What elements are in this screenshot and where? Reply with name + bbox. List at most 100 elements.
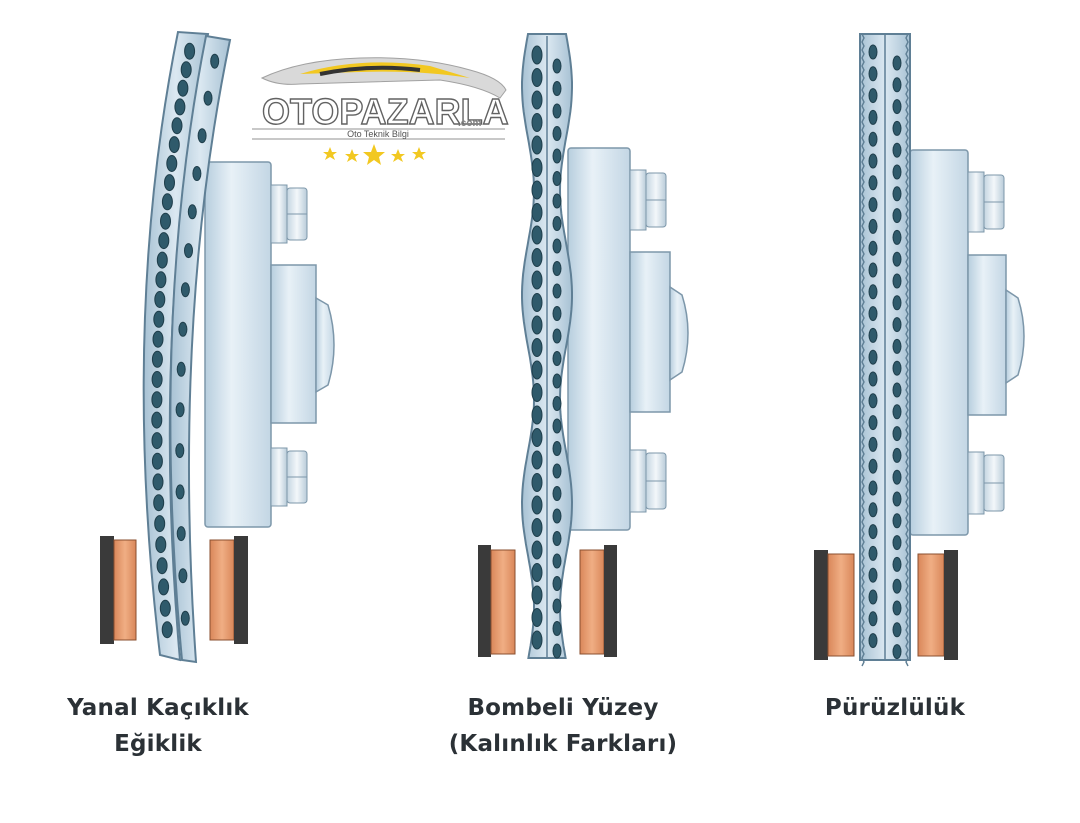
- brand-watermark-logo: OTOPAZARLA .com Oto Teknik Bilgi: [252, 57, 509, 165]
- wheel-bolt: [270, 447, 308, 507]
- vent-hole: [152, 473, 164, 491]
- vent-hole: [892, 404, 902, 420]
- vent-hole: [868, 567, 878, 583]
- vent-hole: [892, 426, 902, 442]
- wheel-bolt: [967, 451, 1005, 515]
- vent-hole: [531, 518, 543, 537]
- vent-hole: [868, 589, 878, 605]
- vent-hole: [552, 396, 562, 411]
- vent-hole: [531, 450, 543, 470]
- vent-hole: [892, 535, 902, 551]
- vent-hole: [531, 360, 543, 380]
- brake-disc-rough: [859, 33, 911, 667]
- vent-hole: [531, 135, 543, 155]
- vent-hole: [868, 218, 878, 234]
- vent-hole: [156, 557, 168, 575]
- brake-pad-left: [478, 545, 516, 657]
- vent-hole: [192, 166, 202, 181]
- vent-hole: [552, 351, 562, 366]
- vent-hole: [164, 174, 175, 192]
- caption-line: Yanal Kaçıklık: [67, 695, 249, 721]
- vent-hole: [184, 243, 193, 259]
- vent-hole: [868, 371, 878, 387]
- vent-hole: [153, 494, 165, 512]
- watermark-tagline: Oto Teknik Bilgi: [347, 129, 409, 139]
- vent-hole: [531, 608, 543, 627]
- vent-hole: [175, 402, 185, 418]
- vent-hole: [892, 77, 902, 93]
- vent-hole: [174, 98, 186, 116]
- vent-hole: [552, 328, 562, 344]
- vent-hole: [552, 576, 562, 591]
- vent-hole: [552, 58, 562, 74]
- vent-hole: [868, 240, 878, 256]
- vent-hole: [531, 248, 543, 267]
- vent-hole: [531, 473, 543, 492]
- panel-lateral-runout: [100, 30, 335, 664]
- vent-hole: [868, 88, 878, 104]
- vent-hole: [166, 155, 178, 172]
- vent-hole: [552, 531, 562, 546]
- caption-line: (Kalınlık Farkları): [448, 731, 678, 757]
- vent-hole: [552, 553, 562, 569]
- vent-hole: [552, 373, 562, 389]
- vent-hole: [531, 495, 543, 515]
- vent-hole: [175, 484, 185, 500]
- vent-hole: [892, 99, 902, 115]
- vent-hole: [892, 295, 902, 311]
- caption-line: Pürüzlülük: [824, 695, 966, 721]
- vent-hole: [161, 193, 173, 211]
- vent-hole: [187, 204, 197, 220]
- vent-hole: [158, 232, 170, 250]
- vent-hole: [158, 578, 170, 596]
- vent-hole: [892, 55, 902, 71]
- vent-hole: [531, 540, 543, 560]
- brake-pad-left: [100, 536, 137, 644]
- vent-hole: [868, 415, 878, 431]
- panel-surface-roughness: [814, 33, 1025, 667]
- vent-hole: [178, 321, 188, 337]
- vent-hole: [892, 251, 902, 267]
- vent-hole: [531, 630, 543, 650]
- vent-hole: [156, 251, 168, 269]
- vent-hole: [892, 208, 902, 224]
- vent-hole: [552, 103, 562, 119]
- vent-hole: [892, 360, 902, 376]
- vent-hole: [892, 273, 902, 289]
- vent-hole: [868, 480, 878, 496]
- vent-hole: [168, 136, 180, 154]
- brake-pad-right: [209, 536, 248, 644]
- vent-hole: [552, 126, 562, 141]
- wheel-bolt: [270, 184, 308, 244]
- vent-hole: [868, 393, 878, 409]
- vent-hole: [180, 610, 190, 626]
- vent-hole: [203, 90, 213, 106]
- vent-hole: [531, 293, 543, 312]
- hub: [204, 161, 335, 528]
- vent-hole: [552, 418, 562, 434]
- vent-hole: [552, 238, 562, 254]
- vent-hole: [868, 175, 878, 191]
- vent-hole: [868, 109, 878, 125]
- vent-hole: [531, 428, 543, 447]
- vent-hole: [531, 203, 543, 222]
- vent-hole: [155, 536, 167, 554]
- vent-hole: [868, 262, 878, 278]
- vent-hole: [892, 447, 902, 463]
- vent-hole: [892, 338, 902, 354]
- vent-hole: [531, 383, 543, 402]
- vent-hole: [868, 611, 878, 627]
- vent-hole: [184, 42, 196, 60]
- caption-thickness-variation: Bombeli Yüzey (Kalınlık Farkları): [418, 690, 708, 762]
- wheel-bolt: [967, 171, 1005, 233]
- vent-hole: [552, 216, 562, 231]
- vent-hole: [176, 526, 186, 542]
- vent-hole: [868, 44, 878, 60]
- vent-hole: [552, 643, 562, 659]
- vent-hole: [197, 128, 207, 144]
- vent-hole: [552, 283, 562, 299]
- vent-hole: [868, 349, 878, 365]
- vent-hole: [892, 164, 902, 180]
- vent-hole: [552, 621, 562, 636]
